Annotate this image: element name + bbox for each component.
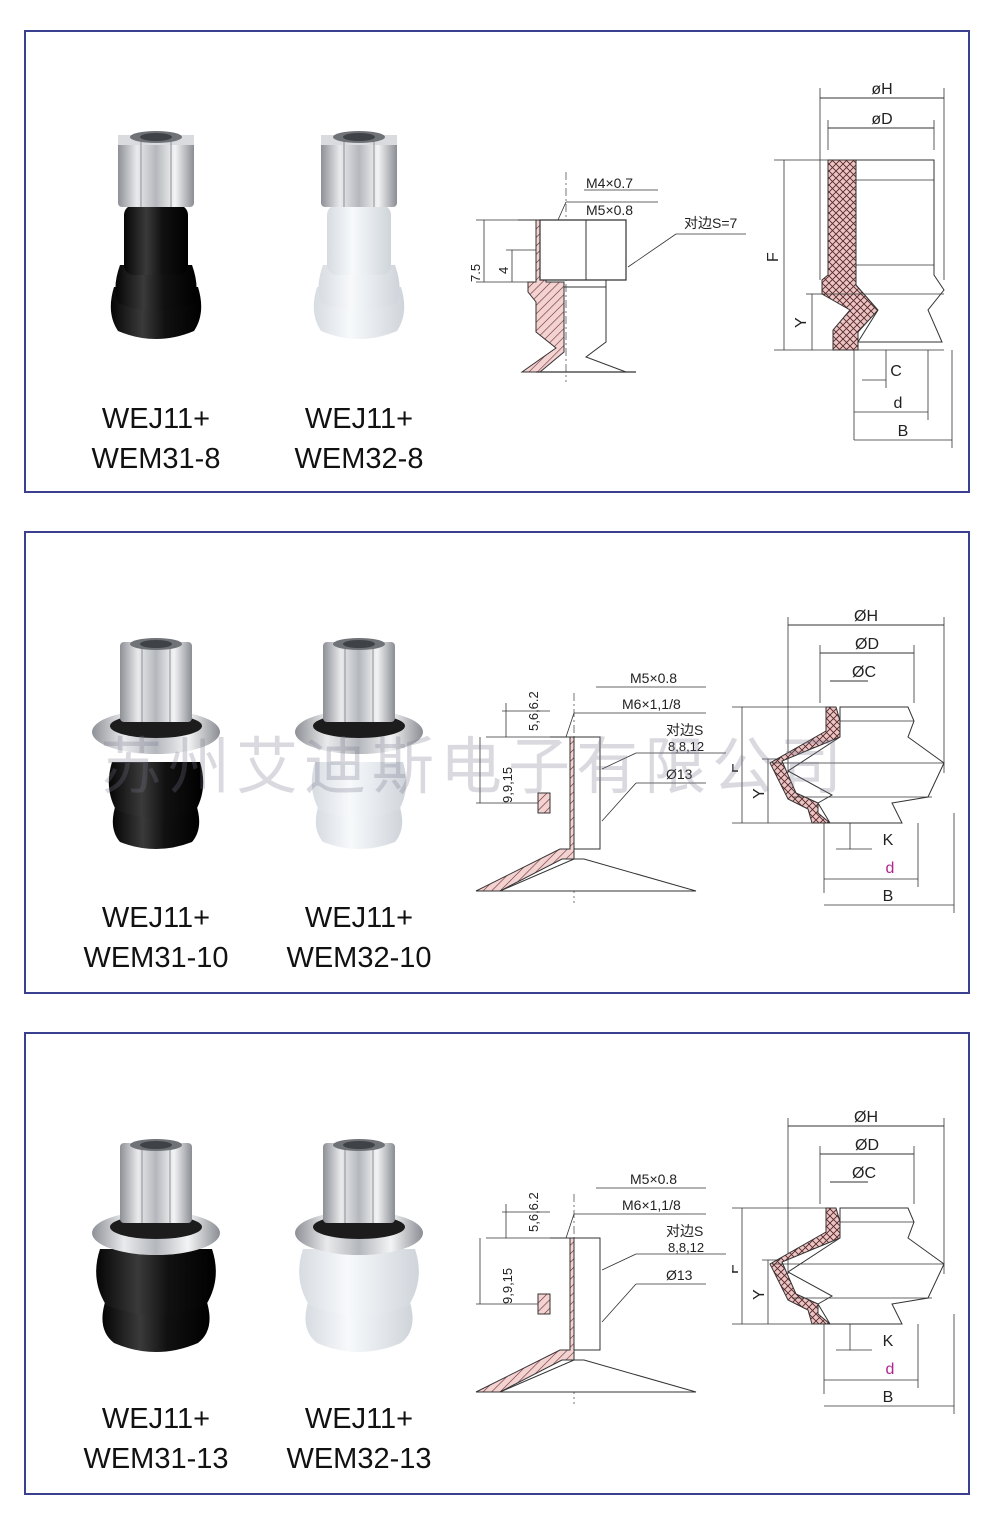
product-label-wem31-8: WEJ11+ WEM31-8 xyxy=(56,399,256,479)
product-label-wem32-13: WEJ11+ WEM32-13 xyxy=(259,1399,459,1479)
outline-label-d: d xyxy=(886,860,895,877)
hex-label: 对边S=7 xyxy=(684,215,738,231)
section-drawing-wem-10: M5×0.8 M6×1,1/8 对边S 8,8,12 Ø13 5,6,6.2 9… xyxy=(475,670,726,903)
outline-label-h: øH xyxy=(871,81,892,98)
thread-label-1: M5×0.8 xyxy=(630,1171,677,1187)
product-image-clear-wem32-13 xyxy=(259,1129,459,1369)
dim-label-a: 5,6,6.2 xyxy=(526,691,541,731)
product-label-line1: WEJ11+ xyxy=(304,1403,414,1435)
outline-label-d: d xyxy=(886,1361,895,1378)
hex-label: 对边S xyxy=(666,1223,703,1239)
product-image-clear-wem32-10 xyxy=(259,628,459,868)
product-label-line2: WEM32-8 xyxy=(294,443,424,475)
product-label-wem32-8: WEJ11+ WEM32-8 xyxy=(259,399,459,479)
product-label-line1: WEJ11+ xyxy=(101,1403,211,1435)
product-image-black-wem31-8 xyxy=(56,117,256,357)
outline-drawing-wem-8: øH øD F Y C d B xyxy=(765,81,953,448)
outline-label-b: B xyxy=(883,1389,894,1406)
diameter-label: Ø13 xyxy=(666,766,693,782)
product-label-line1: WEJ11+ xyxy=(304,403,414,435)
outline-label-y: Y xyxy=(751,788,768,799)
thread-label-2: M6×1,1/8 xyxy=(622,696,681,712)
thread-label-2: M5×0.8 xyxy=(586,202,633,218)
hex-label: 对边S xyxy=(666,722,703,738)
outline-label-f: F xyxy=(765,252,782,262)
diameter-label: Ø13 xyxy=(666,1267,693,1283)
panel-wem-8: WEJ11+ WEM31-8 WEJ11+ WEM32-8 xyxy=(24,30,970,493)
product-label-line2: WEM31-8 xyxy=(91,443,221,475)
outline-label-b: B xyxy=(883,888,894,905)
product-label-wem32-10: WEJ11+ WEM32-10 xyxy=(259,898,459,978)
outline-label-k: K xyxy=(883,1333,894,1350)
outline-label-c: ØC xyxy=(852,1165,876,1182)
dim-label-b: 9,9,15 xyxy=(500,767,515,803)
outline-label-d: d xyxy=(894,395,903,412)
product-label-line2: WEM31-13 xyxy=(83,1443,229,1475)
outline-label-c: C xyxy=(890,363,902,380)
dim-label-a: 5,6,6.2 xyxy=(526,1192,541,1232)
product-label-line1: WEJ11+ xyxy=(304,902,414,934)
outline-label-b: B xyxy=(898,423,909,440)
product-label-wem31-13: WEJ11+ WEM31-13 xyxy=(56,1399,256,1479)
dim-label-b: 4 xyxy=(496,267,511,274)
panel-wem-13: WEJ11+ WEM31-13 WEJ11+ WEM32-13 xyxy=(24,1032,970,1495)
section-drawing-wem-8: M4×0.7 M5×0.8 对边S=7 7.5 4 xyxy=(468,172,746,382)
thread-label-1: M4×0.7 xyxy=(586,175,633,191)
outline-label-d-top: ØD xyxy=(855,1137,879,1154)
section-drawing-wem-13: M5×0.8 M6×1,1/8 对边S 8,8,12 Ø13 5,6,6.2 9… xyxy=(475,1171,726,1404)
product-image-black-wem31-10 xyxy=(56,628,256,868)
hex-values: 8,8,12 xyxy=(668,1240,704,1255)
thread-label-2: M6×1,1/8 xyxy=(622,1197,681,1213)
outline-drawing-wem-13: ØH ØD ØC F Y K d B xyxy=(732,1109,955,1414)
product-image-black-wem31-13 xyxy=(56,1129,256,1369)
outline-label-h: ØH xyxy=(854,1109,878,1126)
thread-label-1: M5×0.8 xyxy=(630,670,677,686)
hex-values: 8,8,12 xyxy=(668,739,704,754)
outline-label-d-top: ØD xyxy=(855,636,879,653)
product-label-line2: WEM32-13 xyxy=(286,1443,432,1475)
outline-label-y: Y xyxy=(751,1289,768,1300)
product-label-line2: WEM31-10 xyxy=(83,942,229,974)
outline-label-f: F xyxy=(732,763,742,773)
outline-drawing-wem-10: ØH ØD ØC F Y K d B xyxy=(732,608,955,913)
outline-label-h: ØH xyxy=(854,608,878,625)
product-label-line2: WEM32-10 xyxy=(286,942,432,974)
outline-label-d-top: øD xyxy=(871,111,892,128)
outline-label-c: ØC xyxy=(852,664,876,681)
product-image-clear-wem32-8 xyxy=(259,117,459,357)
dim-label-a: 7.5 xyxy=(468,264,483,282)
product-label-line1: WEJ11+ xyxy=(101,902,211,934)
outline-label-y: Y xyxy=(793,317,810,328)
outline-label-f: F xyxy=(732,1264,742,1274)
product-label-line1: WEJ11+ xyxy=(101,403,211,435)
dim-label-b: 9,9,15 xyxy=(500,1268,515,1304)
outline-label-k: K xyxy=(883,832,894,849)
panel-wem-10: WEJ11+ WEM31-10 WEJ11+ WEM32-10 xyxy=(24,531,970,994)
product-label-wem31-10: WEJ11+ WEM31-10 xyxy=(56,898,256,978)
